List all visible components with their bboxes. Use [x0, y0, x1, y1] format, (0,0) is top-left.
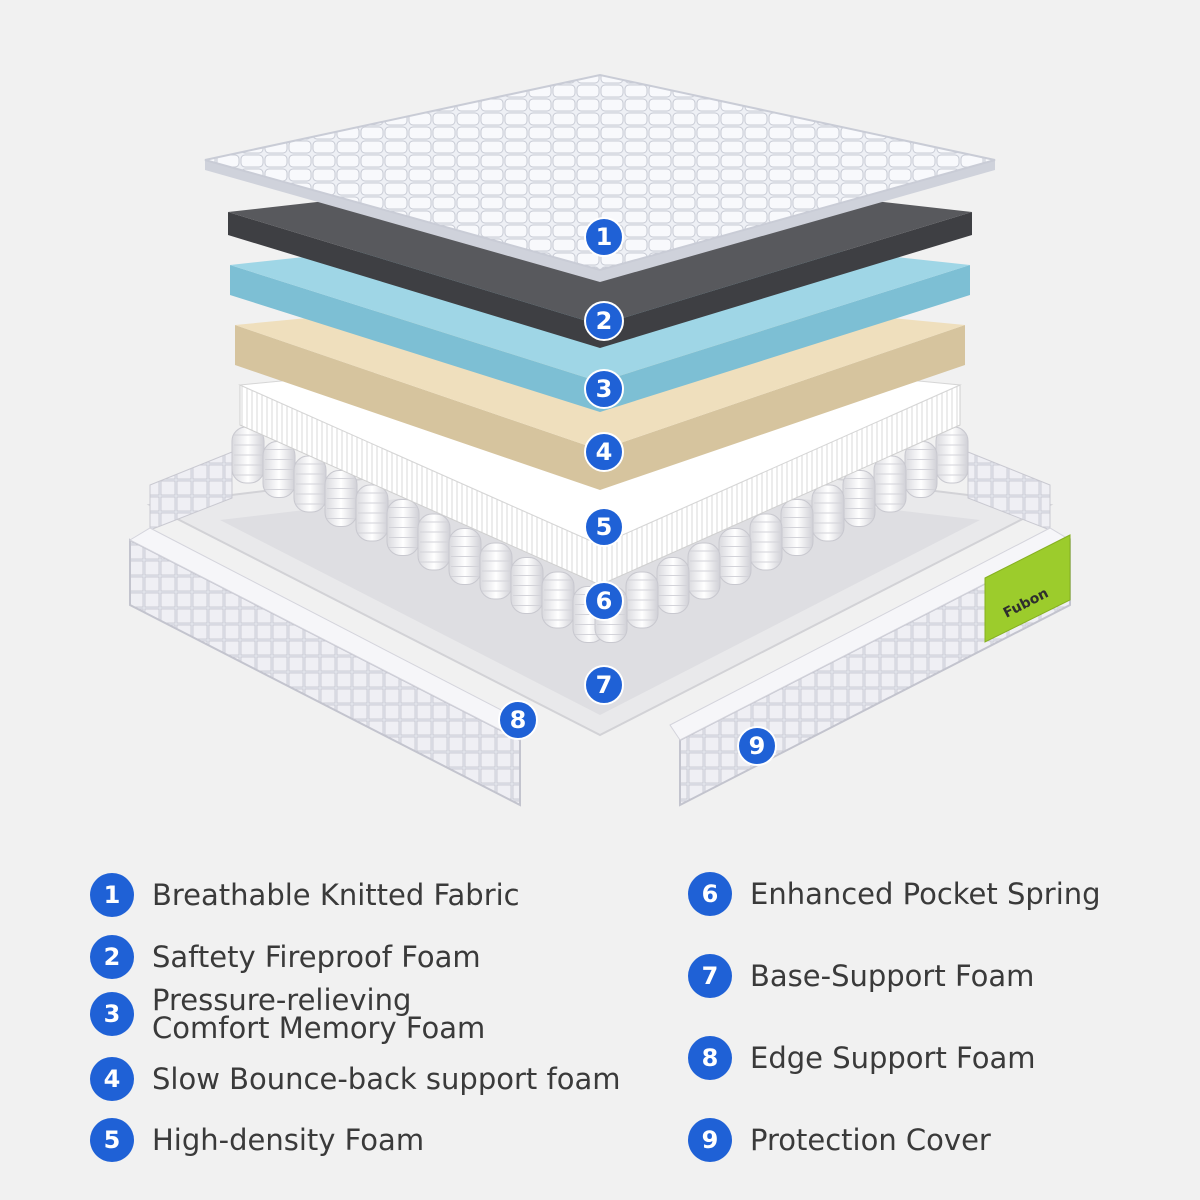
legend-item-1: 1 Breathable Knitted Fabric	[90, 873, 520, 917]
svg-text:8: 8	[510, 706, 527, 734]
svg-text:1: 1	[596, 223, 613, 251]
badge-1: 1	[584, 217, 624, 257]
legend-label: Edge Support Foam	[750, 1041, 1036, 1075]
spring-coil	[417, 513, 451, 571]
badge-2: 2	[584, 301, 624, 341]
spring-coil	[842, 470, 876, 527]
spring-coil	[355, 484, 389, 542]
back-edge-left	[149, 451, 233, 531]
legend-item-3: 3 Pressure-relieving Comfort Memory Foam	[90, 983, 486, 1045]
legend-item-5: 5 High-density Foam	[90, 1118, 424, 1162]
pocket-springs	[231, 426, 969, 643]
svg-text:4: 4	[596, 438, 613, 466]
spring-coil	[811, 484, 845, 542]
legend-label: Saftety Fireproof Foam	[152, 940, 481, 974]
spring-coil	[780, 499, 814, 556]
svg-text:9: 9	[749, 732, 766, 760]
svg-text:5: 5	[596, 513, 613, 541]
brand-tag	[984, 534, 1071, 643]
legend-item-8: 8 Edge Support Foam	[688, 1036, 1035, 1080]
spring-coil	[231, 426, 265, 484]
mattress-exploded-diagram: Fubon 1 2 3 4 5 6 7 8 9	[128, 73, 1072, 807]
svg-text:7: 7	[596, 671, 613, 699]
spring-coil	[873, 455, 907, 513]
legend-item-4: 4 Slow Bounce-back support foam	[90, 1057, 620, 1101]
badge-7: 7	[584, 665, 624, 705]
legend-number: 5	[90, 1118, 134, 1162]
legend-number: 8	[688, 1036, 732, 1080]
legend-number: 9	[688, 1118, 732, 1162]
legend-number: 7	[688, 954, 732, 998]
legend-item-7: 7 Base-Support Foam	[688, 954, 1034, 998]
badge-5: 5	[584, 507, 624, 547]
spring-coil	[262, 441, 296, 498]
fireproof-foam-layer	[228, 212, 972, 348]
spring-coil	[718, 528, 752, 585]
legend-number: 3	[90, 992, 134, 1036]
svg-text:2: 2	[596, 307, 613, 335]
legend-item-6: 6 Enhanced Pocket Spring	[688, 872, 1101, 916]
legend-label: High-density Foam	[152, 1123, 425, 1157]
spring-coil	[448, 528, 482, 585]
spring-coil	[510, 557, 544, 614]
spring-coil	[625, 571, 659, 629]
spring-coil	[656, 557, 690, 614]
svg-text:3: 3	[596, 375, 613, 403]
spring-coil	[904, 441, 938, 498]
spring-coil	[687, 542, 721, 600]
legend-number: 2	[90, 935, 134, 979]
legend-label: Enhanced Pocket Spring	[750, 877, 1101, 911]
badge-8: 8	[498, 700, 538, 740]
legend-number: 1	[90, 873, 134, 917]
legend-label: Protection Cover	[750, 1123, 991, 1157]
spring-coil	[541, 571, 575, 629]
spring-coil	[293, 455, 327, 513]
legend-number: 4	[90, 1057, 134, 1101]
spring-coil	[324, 470, 358, 527]
legend-label: Breathable Knitted Fabric	[152, 878, 520, 912]
legend-number: 6	[688, 872, 732, 916]
svg-text:6: 6	[596, 587, 613, 615]
spring-coil	[386, 499, 420, 556]
badge-9: 9	[737, 726, 777, 766]
legend-label: Slow Bounce-back support foam	[152, 1062, 621, 1096]
legend-label: Base-Support Foam	[750, 959, 1035, 993]
spring-coil	[935, 426, 969, 484]
legend-label: Pressure-relieving Comfort Memory Foam	[152, 983, 486, 1045]
badge-3: 3	[584, 369, 624, 409]
legend-item-2: 2 Saftety Fireproof Foam	[90, 935, 481, 979]
badge-6: 6	[584, 581, 624, 621]
spring-coil	[749, 513, 783, 571]
badge-4: 4	[584, 432, 624, 472]
spring-coil	[479, 542, 513, 600]
legend-item-9: 9 Protection Cover	[688, 1118, 991, 1162]
